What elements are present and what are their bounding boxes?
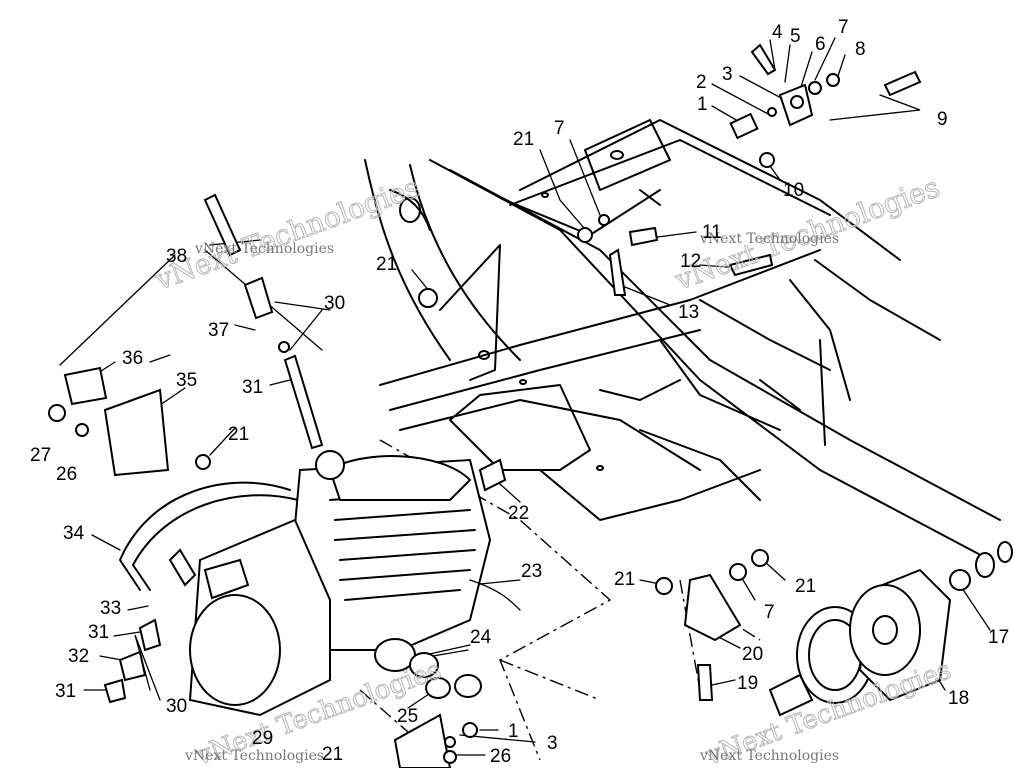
callout-1b: 1 [508,721,519,742]
callout-12: 12 [680,251,701,272]
callout-21b: 21 [376,254,397,275]
callout-2: 2 [696,72,707,93]
callout-3: 3 [722,64,733,85]
washer-right [975,552,995,578]
callout-7c: 7 [764,602,775,623]
callout-21e: 21 [614,569,635,590]
callout-7: 7 [838,17,849,38]
callout-32: 32 [68,646,89,667]
bracket-35 [103,388,170,477]
callout-17: 17 [988,627,1009,648]
callout-30: 30 [324,293,345,314]
callout-21d: 21 [322,744,343,765]
callout-31b: 31 [88,622,109,643]
callout-33: 33 [100,598,121,619]
callout-35: 35 [176,370,197,391]
callout-36: 36 [122,348,143,369]
callout-31c: 31 [55,681,76,702]
callout-34: 34 [63,523,85,544]
callout-20: 20 [742,644,763,665]
callout-31: 31 [242,377,263,398]
callout-30b: 30 [166,696,187,717]
callout-10: 10 [783,180,804,201]
callout-27: 27 [30,445,51,466]
callout-labels: 4 5 7 6 8 2 3 1 9 10 21 7 11 12 13 21 38… [30,17,1009,767]
callout-7b: 7 [554,118,565,139]
callout-13: 13 [678,302,699,323]
callout-21: 21 [513,129,534,150]
cable-13 [608,248,627,296]
bolt-27 [48,404,66,422]
fuel-line-assembly [63,193,324,450]
callout-22: 22 [508,503,529,524]
bolt-19 [696,664,714,701]
sensor-22 [478,458,507,492]
clamp-24b [454,674,482,698]
callout-23: 23 [521,561,542,582]
washer-7-mount [729,563,747,581]
callout-6: 6 [815,34,826,55]
bolt-11 [628,226,659,247]
callout-26: 26 [56,464,77,485]
callout-26b: 26 [490,746,511,767]
washer-right2 [997,541,1013,563]
callout-11: 11 [702,222,722,243]
callout-18: 18 [948,688,969,709]
callout-29: 29 [252,728,273,749]
callout-25: 25 [397,706,418,727]
callout-1: 1 [697,94,708,115]
callout-38: 38 [166,246,187,267]
watermark-small-3: vNext Technologies [184,748,324,764]
wire-23 [469,579,521,611]
clutch-18 [768,568,952,717]
bracket-lower [393,713,452,768]
callout-21f: 21 [795,576,816,597]
watermark-small-4: vNext Technologies [699,748,839,764]
clamp-24a [409,652,439,678]
callout-5: 5 [790,26,801,47]
hose-34 [119,481,291,591]
callout-24: 24 [470,627,492,648]
nut-21 [577,227,593,243]
nut-21-frame [418,288,438,308]
nut-26 [443,750,457,764]
parts [48,43,1013,768]
boot-25 [425,677,451,699]
callout-3b: 3 [547,733,558,754]
callout-8: 8 [855,39,866,60]
engine-mount-20 [683,573,742,642]
washer-3 [444,736,456,748]
nut-21-right [751,549,769,567]
washer-26 [75,423,89,437]
watermark-small-2: vNext Technologies [699,231,839,247]
spacer-17 [949,569,971,591]
throttle-bracket-assembly [729,43,922,168]
bushing-1 [462,722,478,738]
engine-block [188,450,492,717]
callout-21c: 21 [228,424,249,445]
watermark-small-1: vNext Technologies [194,241,334,257]
bolt-12 [728,253,774,277]
nut-21-mount [655,577,673,595]
callout-9: 9 [937,109,948,130]
callout-4: 4 [772,22,783,43]
nut-21-left [195,454,211,470]
callout-37: 37 [208,320,229,341]
callout-19: 19 [737,673,758,694]
watermark-big-1: vNext Technologies [150,170,424,296]
washer-7 [598,214,610,226]
